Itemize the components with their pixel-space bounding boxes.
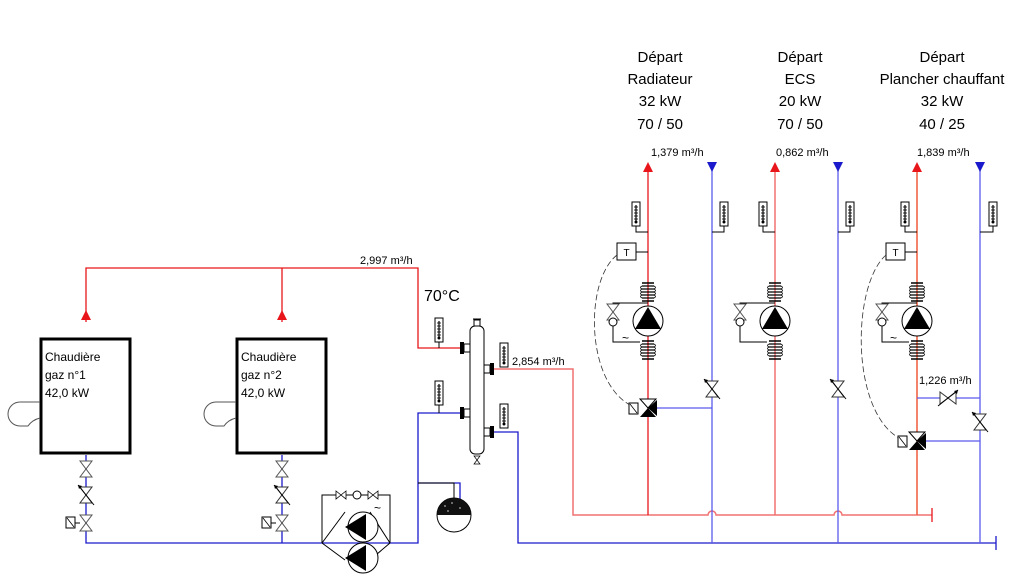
check-valve-icon	[735, 317, 745, 327]
circuit-power: 20 kW	[779, 93, 822, 110]
bypass-balancing-valve-icon	[937, 389, 959, 407]
arrow-down-icon	[975, 162, 985, 172]
three-way-valve-icon	[639, 398, 658, 418]
primary-supply-line	[81, 267, 462, 349]
arrow-up-icon	[277, 310, 287, 320]
check-valve-icon	[877, 317, 887, 327]
pump-icon	[759, 305, 791, 337]
secondary-return-collector	[494, 431, 997, 550]
pump-icon	[632, 305, 664, 337]
secondary-supply-collector	[494, 368, 933, 522]
balancing-valve-icon	[273, 484, 291, 506]
circuit-power: 32 kW	[921, 93, 964, 110]
circuit-regime: 40 / 25	[919, 116, 965, 133]
thermometer-icon	[434, 317, 444, 343]
arrow-up-icon	[643, 162, 653, 172]
isolation-valve-icon	[79, 460, 93, 478]
flex-connector-icon	[766, 340, 784, 360]
primary-flow-rate: 2,997 m³/h	[360, 255, 413, 267]
boiler-power: 42,0 kW	[241, 386, 286, 400]
hydraulic-separator	[460, 318, 494, 465]
burner-icon	[7, 401, 41, 427]
bypass-flow-rate: 1,226 m³/h	[919, 375, 972, 387]
thermometer-icon	[499, 403, 509, 429]
motorized-valve-icon	[275, 514, 289, 532]
control-link	[594, 254, 631, 406]
motorized-valve-icon	[79, 514, 93, 532]
arrow-up-icon	[770, 162, 780, 172]
arrow-up-icon	[81, 310, 91, 320]
circuit-ecs	[733, 162, 855, 543]
flex-connector-icon	[766, 282, 784, 302]
circuit-power: 32 kW	[639, 93, 682, 110]
balancing-valve-icon	[971, 411, 989, 433]
thermometer-icon	[988, 201, 998, 227]
control-link	[860, 254, 900, 439]
boiler-2-valves	[261, 460, 291, 532]
three-way-valve-icon	[908, 431, 927, 451]
isolation-valve-icon	[275, 460, 289, 478]
thermometer-icon	[900, 201, 910, 227]
arrow-up-icon	[912, 162, 922, 172]
circuit-name: ECS	[785, 71, 816, 88]
burner-icon	[203, 401, 237, 427]
circuit-flow-rate: 1,839 m³/h	[917, 147, 970, 159]
pump-icon	[901, 305, 933, 337]
boiler-1-valves	[65, 460, 95, 532]
circuit-header-radiateur: Départ Radiateur 32 kW 70 / 50 1,379 m³/…	[627, 49, 703, 159]
circuit-name: Plancher chauffant	[880, 71, 1006, 88]
check-valve-icon	[335, 490, 379, 500]
boiler-label: gaz n°2	[241, 368, 282, 382]
circuit-name: Radiateur	[627, 71, 692, 88]
flex-connector-icon	[908, 340, 926, 360]
balancing-valve-icon	[77, 484, 95, 506]
primary-temperature: 70°C	[424, 288, 460, 305]
circuit-title: Départ	[919, 49, 965, 66]
circuit-title: Départ	[777, 49, 823, 66]
thermometer-icon	[758, 201, 768, 227]
flex-connector-icon	[639, 282, 657, 302]
thermostat-label: T	[892, 248, 898, 259]
thermostat-label: T	[623, 248, 629, 259]
balancing-valve-icon	[829, 378, 847, 400]
thermometer-icon	[499, 342, 509, 368]
motor-symbol: ~	[622, 331, 629, 345]
arrow-down-icon	[707, 162, 717, 172]
expansion-vessel	[418, 482, 472, 533]
boiler-1: Chaudière gaz n°1 42,0 kW	[7, 337, 132, 455]
circuit-flow-rate: 1,379 m³/h	[651, 147, 704, 159]
boiler-label: Chaudière	[45, 350, 101, 364]
check-valve-icon	[608, 317, 618, 327]
thermometer-icon	[631, 201, 641, 227]
boiler-label: Chaudière	[241, 350, 297, 364]
flex-connector-icon	[639, 340, 657, 360]
thermometer-icon	[719, 201, 729, 227]
thermometer-icon	[845, 201, 855, 227]
arrow-down-icon	[833, 162, 843, 172]
flex-connector-icon	[908, 282, 926, 302]
circuit-plancher: T ~ 1,226 m³/h	[860, 162, 998, 543]
boiler-label: gaz n°1	[45, 368, 86, 382]
circuit-regime: 70 / 50	[777, 116, 823, 133]
circuit-regime: 70 / 50	[637, 116, 683, 133]
circuit-title: Départ	[637, 49, 683, 66]
twin-pump: ~	[321, 490, 391, 574]
motor-symbol: ~	[890, 331, 897, 345]
circuit-header-plancher: Départ Plancher chauffant 32 kW 40 / 25 …	[880, 49, 1006, 159]
boiler-2: Chaudière gaz n°2 42,0 kW	[203, 337, 328, 455]
circuit-radiateur: T ~	[594, 162, 729, 543]
boiler-power: 42,0 kW	[45, 386, 90, 400]
circuit-flow-rate: 0,862 m³/h	[776, 147, 829, 159]
balancing-valve-icon	[703, 378, 721, 400]
secondary-flow-rate: 2,854 m³/h	[512, 356, 565, 368]
motor-symbol: ~	[374, 501, 381, 515]
thermometer-icon	[434, 380, 444, 406]
circuit-header-ecs: Départ ECS 20 kW 70 / 50 0,862 m³/h	[776, 49, 829, 159]
